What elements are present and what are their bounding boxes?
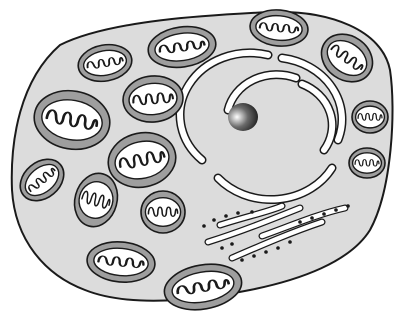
ribosome-dot xyxy=(298,220,302,224)
ribosome-dot xyxy=(236,211,240,215)
ribosome-dot xyxy=(310,216,314,220)
ribosome-dot xyxy=(220,246,224,250)
mitochondrion xyxy=(352,101,388,133)
ribosome-dot xyxy=(230,242,234,246)
ribosome-dot xyxy=(240,258,244,262)
nucleolus xyxy=(228,103,258,131)
ribosome-dot xyxy=(264,250,268,254)
ribosome-dot xyxy=(250,210,254,214)
ribosome-dot xyxy=(276,246,280,250)
ribosome-dot xyxy=(252,254,256,258)
mitochondrion xyxy=(141,191,185,233)
ribosome-dot xyxy=(224,214,228,218)
ribosome-dot xyxy=(212,218,216,222)
ribosome-dot xyxy=(334,208,338,212)
mitochondrion xyxy=(349,148,385,178)
ribosome-dot xyxy=(202,224,206,228)
ribosome-dot xyxy=(288,240,292,244)
ribosome-dot xyxy=(346,204,350,208)
ribosome-dot xyxy=(322,212,326,216)
